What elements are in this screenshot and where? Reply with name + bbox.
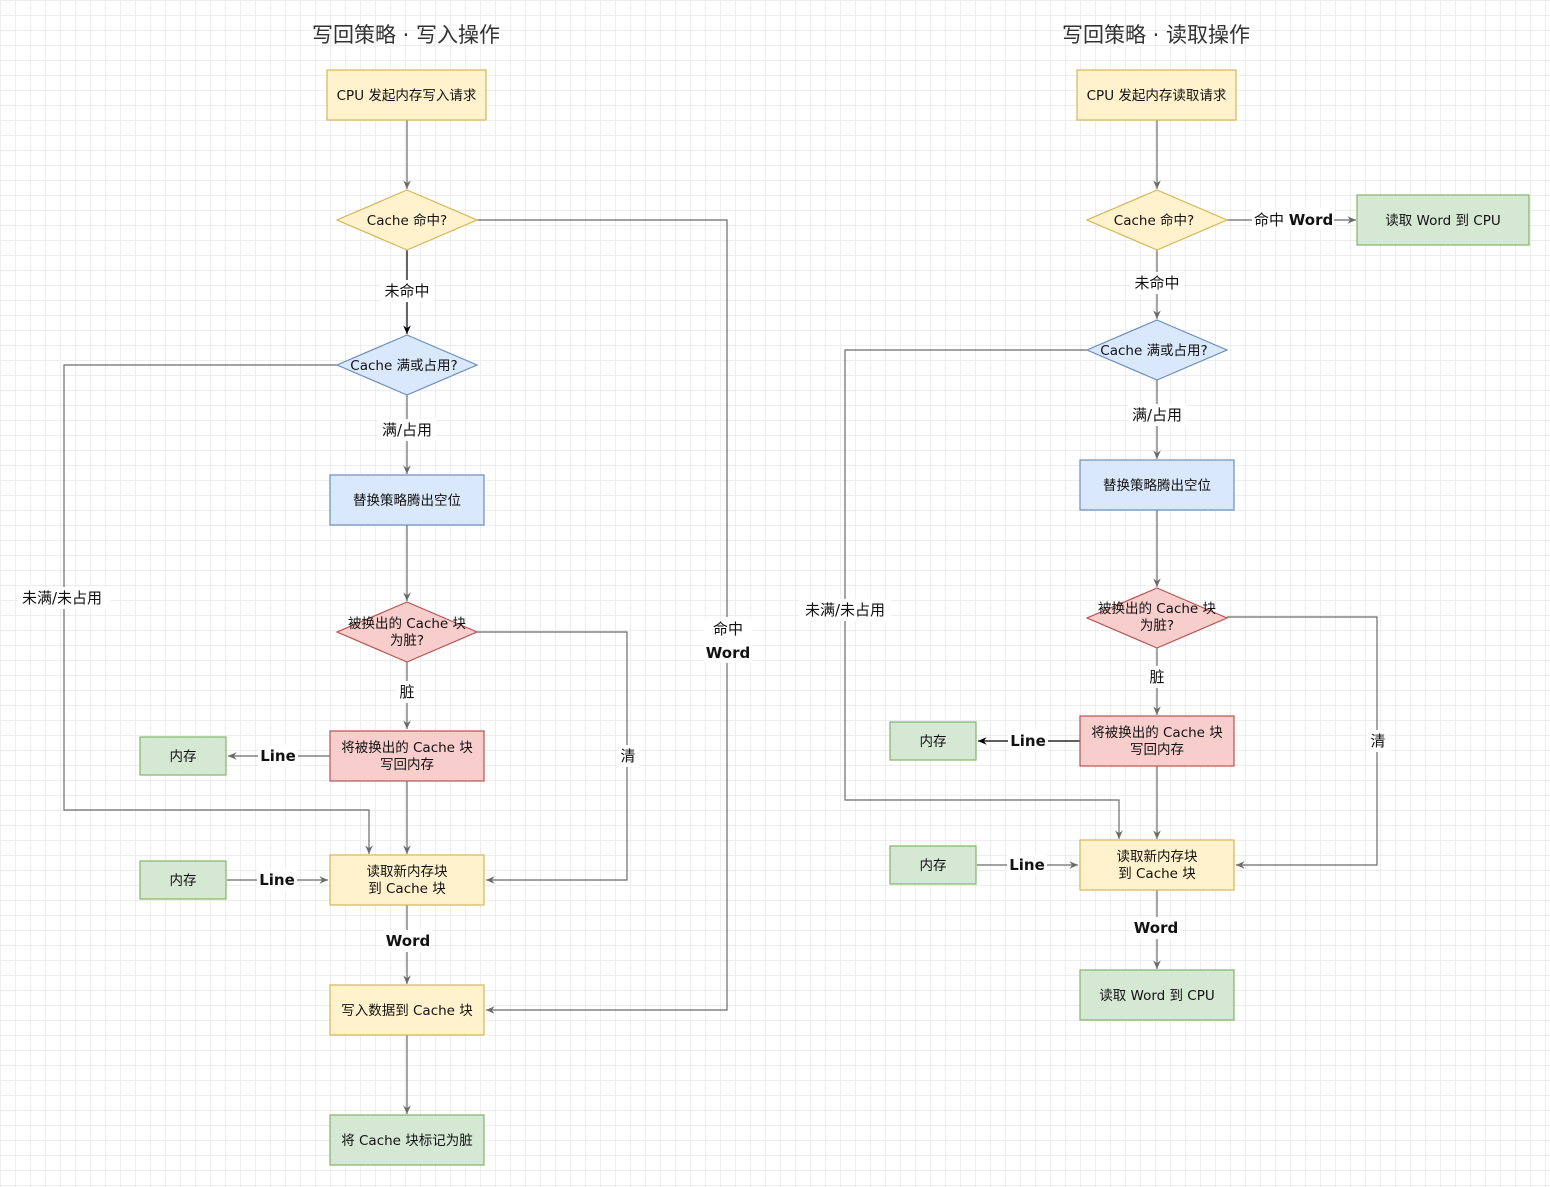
write-node-full-decision: Cache 满或占用? [335, 334, 479, 396]
read-read-block-line2: 到 Cache 块 [1118, 866, 1196, 882]
write-title: 写回策略 · 写入操作 [312, 23, 500, 47]
edge-hit-to-write [477, 219, 728, 1014]
read-replace-text: 替换策略腾出空位 [1103, 477, 1211, 494]
read-final-text: 读取 Word 到 CPU [1099, 988, 1215, 1004]
read-label-not-full: 未满/未占用 [805, 601, 885, 619]
read-label-hit-word: Word [1289, 211, 1333, 229]
read-node-final: 读取 Word 到 CPU [1079, 969, 1235, 1021]
read-node-dirty-decision: 被换出的 Cache 块 为脏? [1085, 587, 1229, 649]
read-read-block-line1: 读取新内存块 [1117, 849, 1198, 865]
read-hit-decision-text: Cache 命中? [1114, 212, 1194, 229]
read-node-replace: 替换策略腾出空位 [1079, 459, 1235, 511]
write-read-block-line2: 到 Cache 块 [368, 881, 446, 897]
write-memory-1-text: 内存 [170, 749, 197, 765]
write-mark-dirty-text: 将 Cache 块标记为脏 [341, 1133, 473, 1149]
edge-clean-to-read [477, 631, 628, 884]
read-label-line-writeback: Line [1010, 732, 1046, 750]
read-memory-2-text: 内存 [920, 858, 947, 874]
read-writeback-line1: 将被换出的 Cache 块 [1091, 725, 1223, 741]
read-full-decision-text: Cache 满或占用? [1100, 343, 1207, 359]
label-miss: 未命中 [384, 282, 429, 300]
read-node-hit-target: 读取 Word 到 CPU [1356, 194, 1530, 246]
read-memory-1-text: 内存 [920, 734, 947, 750]
read-writeback-line2: 写回内存 [1130, 742, 1184, 758]
label-dirty: 脏 [399, 683, 414, 701]
read-start-text: CPU 发起内存读取请求 [1087, 88, 1227, 104]
write-edges [63, 120, 728, 1114]
read-node-memory-1: 内存 [889, 721, 977, 761]
edge-read-clean-to-read [1227, 616, 1378, 869]
label-not-full: 未满/未占用 [22, 589, 102, 607]
read-node-memory-2: 内存 [889, 845, 977, 885]
read-label-full: 满/占用 [1132, 406, 1182, 424]
write-node-dirty-decision: 被换出的 Cache 块 为脏? [335, 601, 479, 663]
write-node-hit-decision: Cache 命中? [335, 189, 479, 251]
write-node-write-data: 写入数据到 Cache 块 [329, 984, 485, 1036]
write-node-mark-dirty: 将 Cache 块标记为脏 [329, 1114, 485, 1166]
write-writeback-line1: 将被换出的 Cache 块 [341, 740, 473, 756]
write-node-memory-2: 内存 [139, 860, 227, 900]
label-hit-word: Word [706, 644, 750, 662]
write-memory-2-text: 内存 [170, 873, 197, 889]
read-node-writeback: 将被换出的 Cache 块 写回内存 [1079, 715, 1235, 767]
write-dirty-decision-line2: 为脏? [390, 633, 424, 649]
edge-read-notfull-to-read [844, 349, 1123, 839]
read-label-word: Word [1134, 919, 1178, 937]
write-edge-labels: 未命中 满/占用 未满/未占用 脏 清 命中 Word Line Line Wo… [18, 280, 752, 952]
read-dirty-decision-line2: 为脏? [1140, 618, 1174, 634]
label-word: Word [386, 932, 430, 950]
label-line-read: Line [259, 871, 295, 889]
read-dirty-decision-line1: 被换出的 Cache 块 [1098, 601, 1217, 617]
write-writeback-line2: 写回内存 [380, 757, 434, 773]
label-full: 满/占用 [382, 421, 432, 439]
read-label-miss: 未命中 [1134, 274, 1179, 292]
read-title: 写回策略 · 读取操作 [1062, 23, 1250, 47]
write-node-read-block: 读取新内存块 到 Cache 块 [329, 854, 485, 906]
read-hit-target-text: 读取 Word 到 CPU [1385, 213, 1501, 229]
write-node-writeback: 将被换出的 Cache 块 写回内存 [329, 730, 485, 782]
label-clean: 清 [620, 747, 635, 765]
read-edge-labels: 命中 Word 未命中 满/占用 未满/未占用 脏 清 Line Line Wo… [799, 208, 1389, 939]
edge-notfull-to-read [63, 364, 373, 854]
read-label-dirty: 脏 [1149, 668, 1164, 686]
write-write-data-text: 写入数据到 Cache 块 [341, 1003, 473, 1019]
write-read-block-line1: 读取新内存块 [367, 864, 448, 880]
read-label-line-read: Line [1009, 856, 1045, 874]
label-line-writeback: Line [260, 747, 296, 765]
write-node-start: CPU 发起内存写入请求 [326, 69, 487, 121]
read-node-read-block: 读取新内存块 到 Cache 块 [1079, 839, 1235, 891]
write-node-replace: 替换策略腾出空位 [329, 474, 485, 526]
write-node-memory-1: 内存 [139, 736, 227, 776]
read-label-hit: 命中 [1254, 211, 1284, 229]
read-node-start: CPU 发起内存读取请求 [1076, 69, 1237, 121]
write-dirty-decision-line1: 被换出的 Cache 块 [348, 616, 467, 632]
read-node-hit-decision: Cache 命中? [1085, 189, 1229, 251]
write-full-decision-text: Cache 满或占用? [350, 358, 457, 374]
write-hit-decision-text: Cache 命中? [367, 212, 447, 229]
write-start-text: CPU 发起内存写入请求 [337, 88, 477, 104]
read-label-clean: 清 [1370, 732, 1385, 750]
write-replace-text: 替换策略腾出空位 [353, 492, 461, 509]
label-hit: 命中 [713, 620, 743, 638]
read-node-full-decision: Cache 满或占用? [1085, 319, 1229, 381]
